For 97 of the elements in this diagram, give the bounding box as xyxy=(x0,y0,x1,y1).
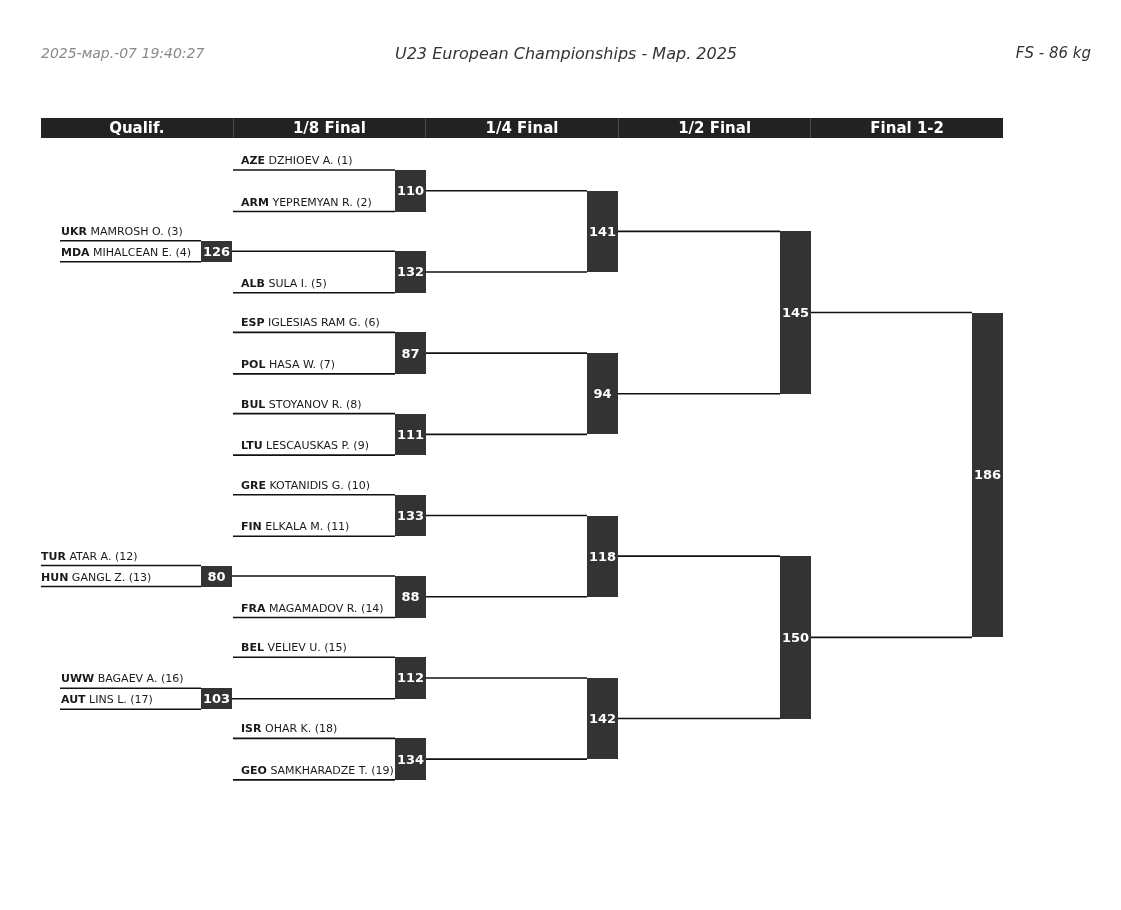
match-number: 87 xyxy=(401,345,420,361)
wrestler-name: ALB SULA I. (5) xyxy=(233,276,327,290)
bracket-line xyxy=(232,616,396,619)
wrestler-name: BEL VELIEV U. (15) xyxy=(233,641,347,655)
wrestler-name: BUL STOYANOV R. (8) xyxy=(233,397,362,411)
bracket-line xyxy=(59,708,202,710)
match-number: 126 xyxy=(202,243,231,259)
bracket-line xyxy=(617,230,781,233)
bracket-line xyxy=(232,331,396,334)
wrestler-name: POL HASA W. (7) xyxy=(233,357,336,371)
wrestler-name: ARM YEPREMYAN R. (2) xyxy=(233,195,372,209)
match-box xyxy=(587,353,618,435)
match-number: 132 xyxy=(396,264,425,280)
bracket-line xyxy=(617,555,781,557)
bracket-line xyxy=(617,392,781,395)
round-heading: 1/4 Final xyxy=(485,119,559,137)
wrestler-name: MDA MIHALCEAN E. (4) xyxy=(60,245,192,259)
wrestler-name: AZE DZHIOEV A. (1) xyxy=(233,154,353,167)
bracket-line xyxy=(425,352,588,354)
bracket-line xyxy=(232,779,396,781)
match-box xyxy=(395,413,426,456)
match-number: 88 xyxy=(401,589,420,605)
bracket-line xyxy=(425,189,588,192)
bracket-line xyxy=(232,291,396,294)
bracket-line xyxy=(425,271,588,273)
wrestler-name: GEO SAMKHARADZE T. (19) xyxy=(233,763,394,777)
match-number: 142 xyxy=(588,711,617,727)
title: U23 European Championships - Мар. 2025 xyxy=(394,44,738,63)
wrestler-name: UKR MAMROSH O. (3) xyxy=(60,224,183,238)
match-box xyxy=(780,556,811,719)
match-number: 150 xyxy=(781,629,810,645)
match-number: 134 xyxy=(396,751,425,767)
match-box xyxy=(201,565,232,587)
match-number: 133 xyxy=(396,508,425,524)
wrestler-name: TUR ATAR A. (12) xyxy=(41,549,138,563)
match-box xyxy=(395,170,426,212)
round-heading: 1/8 Final xyxy=(292,119,366,137)
wrestler-name: HUN GANGL Z. (13) xyxy=(41,570,152,584)
match-number: 112 xyxy=(396,670,425,686)
wrestler-name: FRA MAGAMADOV R. (14) xyxy=(233,601,384,615)
bracket-line xyxy=(425,595,588,598)
bracket-line xyxy=(40,585,202,588)
wrestler-name: LTU LESCAUSKAS P. (9) xyxy=(233,439,369,453)
wrestler-name: UWW BAGAEV A. (16) xyxy=(60,672,184,686)
match-number: 94 xyxy=(593,386,612,402)
match-number: 80 xyxy=(207,568,226,584)
round-heading: Qualif. xyxy=(109,119,165,137)
bracket-line xyxy=(40,564,202,567)
wrestler-name: ISR OHAR K. (18) xyxy=(233,722,338,736)
wrestler-name: ESP IGLESIAS RAM G. (6) xyxy=(233,316,380,330)
match-number: 110 xyxy=(396,183,425,199)
bracket-line xyxy=(425,758,588,760)
match-number: 111 xyxy=(396,426,425,442)
bracket-line xyxy=(232,494,396,496)
bracket-line xyxy=(231,697,396,700)
match-box xyxy=(780,231,811,394)
round-heading: 1/2 Final xyxy=(678,119,752,137)
bracket-line xyxy=(232,169,396,171)
wrestler-name: FIN ELKALA M. (11) xyxy=(233,520,350,534)
match-box xyxy=(972,312,1003,638)
match-number: 103 xyxy=(202,691,231,707)
match-box xyxy=(395,251,426,293)
match-number: 141 xyxy=(588,223,617,239)
bracket-line xyxy=(617,717,781,720)
match-box xyxy=(395,332,426,374)
match-number: 118 xyxy=(588,548,617,564)
bracket-line xyxy=(425,433,588,436)
match-box xyxy=(395,738,426,780)
match-box xyxy=(587,515,618,597)
bracket-line xyxy=(810,311,973,314)
bracket-line xyxy=(232,737,396,740)
bracket-line xyxy=(425,514,588,517)
match-box xyxy=(395,494,426,537)
bracket-line xyxy=(59,239,202,242)
bracket-line xyxy=(232,412,396,415)
weight-category: FS - 86 kg xyxy=(1015,44,1091,63)
bracket-line xyxy=(232,373,396,375)
bracket-line xyxy=(59,260,202,263)
bracket-line xyxy=(231,250,396,252)
wrestler-name: GRE KOTANIDIS G. (10) xyxy=(233,478,370,492)
match-number: 145 xyxy=(781,305,810,321)
bracket-line xyxy=(232,656,396,658)
bracket-line xyxy=(231,575,396,577)
match-box xyxy=(587,190,618,272)
bracket-line xyxy=(425,677,588,679)
bracket-line xyxy=(59,687,202,689)
wrestler-name: AUT LINS L. (17) xyxy=(60,693,153,707)
match-number: 186 xyxy=(973,467,1002,483)
bracket-line xyxy=(232,454,396,456)
timestamp: 2025-мар.-07 19:40:27 xyxy=(41,44,205,63)
bracket-line xyxy=(810,636,973,639)
match-box xyxy=(395,657,426,699)
match-box xyxy=(395,576,426,618)
bracket-line xyxy=(232,535,396,538)
match-box xyxy=(587,677,618,760)
bracket-line xyxy=(232,210,396,213)
round-heading: Final 1-2 xyxy=(870,119,944,137)
